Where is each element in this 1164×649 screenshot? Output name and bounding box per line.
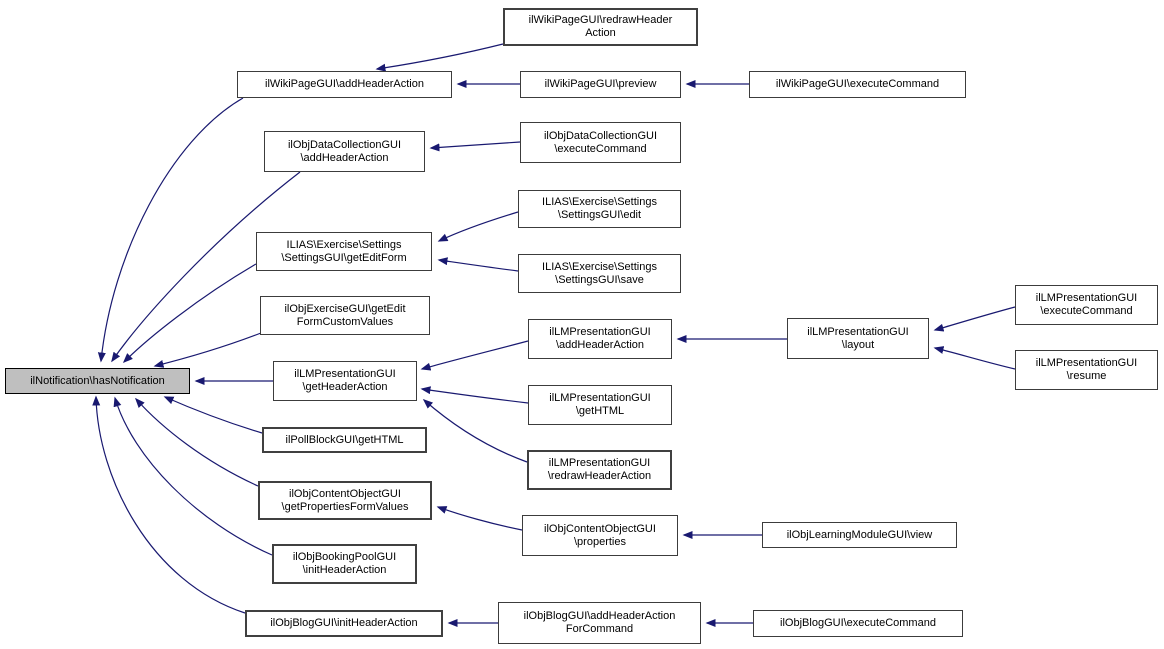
node-blog-addheaderactionforcommand[interactable]: ilObjBlogGUI\addHeaderAction ForCommand: [498, 602, 701, 644]
node-co-getpropertiesformvalues[interactable]: ilObjContentObjectGUI \getPropertiesForm…: [258, 481, 432, 520]
node-blog-initheaderaction[interactable]: ilObjBlogGUI\initHeaderAction: [245, 610, 443, 637]
node-co-properties[interactable]: ilObjContentObjectGUI \properties: [522, 515, 678, 556]
node-lm-getheaderaction[interactable]: ilLMPresentationGUI \getHeaderAction: [273, 361, 417, 401]
node-hasnotification-focus: ilNotification\hasNotification: [5, 368, 190, 394]
node-lm-redrawheaderaction[interactable]: ilLMPresentationGUI \redrawHeaderAction: [527, 450, 672, 490]
edge-settingssave-to-geteditform: [437, 257, 519, 272]
edge-lmresume-to-layout: [933, 346, 1016, 370]
node-dc-executecommand[interactable]: ilObjDataCollectionGUI \executeCommand: [520, 122, 681, 163]
node-settings-save[interactable]: ILIAS\Exercise\Settings \SettingsGUI\sav…: [518, 254, 681, 293]
node-lm-layout[interactable]: ilLMPresentationGUI \layout: [787, 318, 929, 359]
node-wiki-executecommand[interactable]: ilWikiPageGUI\executeCommand: [749, 71, 966, 98]
edge-dcexec-to-dcaddheader: [429, 141, 521, 152]
edge-lmaddheader-to-getheaderaction: [420, 340, 529, 371]
node-lm-executecommand[interactable]: ilLMPresentationGUI \executeCommand: [1015, 285, 1158, 325]
node-lm-resume[interactable]: ilLMPresentationGUI \resume: [1015, 350, 1158, 390]
edge-geteditform-to-hasnotification: [122, 263, 257, 364]
edge-pollblock-to-hasnotification: [163, 396, 263, 434]
edge-lmgethtml-to-getheaderaction: [420, 386, 529, 404]
edge-wikiaddheader-to-hasnotification: [97, 97, 244, 363]
edge-copropvalues-to-hasnotification: [134, 397, 259, 487]
node-lmgui-view[interactable]: ilObjLearningModuleGUI\view: [762, 522, 957, 548]
node-wiki-addheaderaction[interactable]: ilWikiPageGUI\addHeaderAction: [237, 71, 452, 98]
node-dc-addheaderaction[interactable]: ilObjDataCollectionGUI \addHeaderAction: [264, 131, 425, 172]
edge-lmexec-to-layout: [933, 306, 1016, 332]
edge-bookingpool-to-hasnotification: [113, 396, 273, 556]
edge-coproperties-to-copropvalues: [436, 506, 523, 531]
node-blog-executecommand[interactable]: ilObjBlogGUI\executeCommand: [753, 610, 963, 637]
node-lm-gethtml[interactable]: ilLMPresentationGUI \getHTML: [528, 385, 672, 425]
node-pollblock-gethtml[interactable]: ilPollBlockGUI\getHTML: [262, 427, 427, 453]
edge-exercise-to-hasnotification: [153, 332, 262, 368]
edge-dcaddheader-to-hasnotification: [111, 171, 301, 363]
node-settings-edit[interactable]: ILIAS\Exercise\Settings \SettingsGUI\edi…: [518, 190, 681, 228]
edge-wiki-redraw-to-addheader: [375, 43, 504, 72]
node-wiki-preview[interactable]: ilWikiPageGUI\preview: [520, 71, 681, 98]
edge-bloginit-to-hasnotification: [92, 395, 246, 614]
edge-settingsedit-to-geteditform: [437, 211, 519, 242]
node-wiki-redrawheaderaction[interactable]: ilWikiPageGUI\redrawHeader Action: [503, 8, 698, 46]
node-exercise-geteditformcustomvalues[interactable]: ilObjExerciseGUI\getEdit FormCustomValue…: [260, 296, 430, 335]
edge-lmredraw-to-getheaderaction: [422, 399, 528, 463]
node-bookingpool-initheaderaction[interactable]: ilObjBookingPoolGUI \initHeaderAction: [272, 544, 417, 584]
node-settings-geteditform[interactable]: ILIAS\Exercise\Settings \SettingsGUI\get…: [256, 232, 432, 271]
node-lm-addheaderaction[interactable]: ilLMPresentationGUI \addHeaderAction: [528, 319, 672, 359]
